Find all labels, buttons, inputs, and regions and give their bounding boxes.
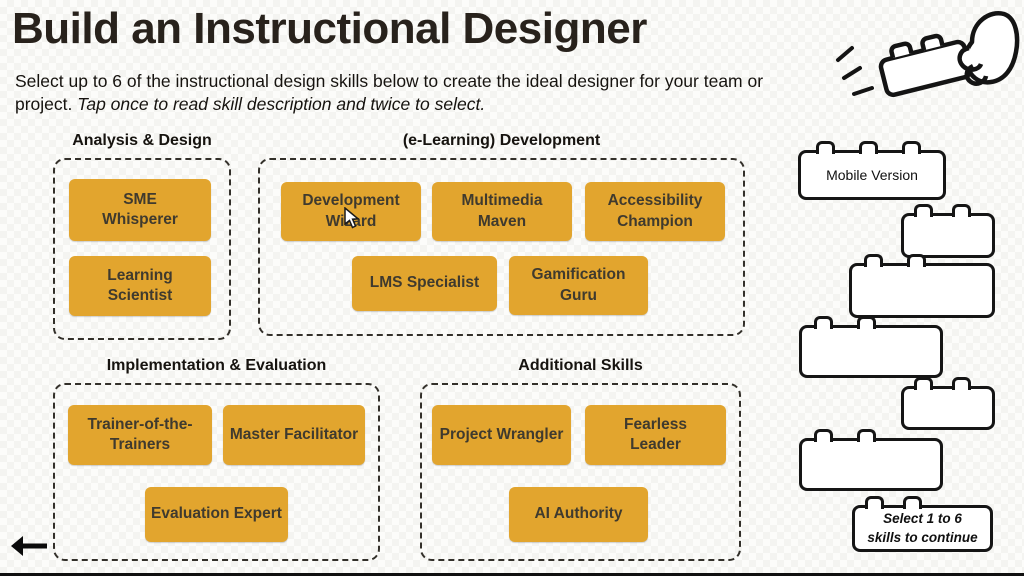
mouse-pointer-icon — [344, 207, 360, 229]
continue-note-brick: Select 1 to 6 skills to continue — [852, 496, 993, 552]
skill-ai-authority[interactable]: AI Authority — [509, 487, 648, 542]
skill-project-wrangler[interactable]: Project Wrangler — [432, 405, 571, 465]
brick-stud-icon — [952, 204, 971, 217]
skill-gamification-guru[interactable]: Gamification Guru — [509, 256, 648, 315]
brick-stud-icon — [857, 429, 876, 442]
instructions-text: Select up to 6 of the instructional desi… — [15, 71, 764, 115]
group-box-analysis-design — [53, 158, 231, 340]
brick-stud-icon — [914, 204, 933, 217]
skill-sme-whisperer[interactable]: SME Whisperer — [69, 179, 211, 241]
brick-stud-icon — [914, 377, 933, 390]
group-title-analysis-design: Analysis & Design — [72, 132, 212, 149]
brick-stud-icon — [952, 377, 971, 390]
brick-stud-icon — [814, 429, 833, 442]
brick-stud-icon — [814, 316, 833, 329]
back-arrow-button[interactable] — [8, 534, 48, 558]
brick-stud-icon — [816, 141, 835, 154]
skill-development-wizard[interactable]: Development Wizard — [281, 182, 421, 241]
mobile-version-label: Mobile Version — [826, 167, 918, 183]
brick-slot-1 — [901, 204, 995, 258]
mobile-version-brick[interactable]: Mobile Version — [798, 141, 946, 200]
group-title-additional-skills: Additional Skills — [518, 357, 643, 374]
instructions-italic-text: Tap once to read skill description and t… — [77, 94, 486, 115]
brick-slot-3 — [799, 316, 943, 378]
page-title: Build an Instructional Designer — [12, 4, 647, 53]
skill-trainer-of-the-trainers[interactable]: Trainer-of-the-Trainers — [68, 405, 212, 465]
group-box-implementation-evaluation — [53, 383, 380, 561]
skill-lms-specialist[interactable]: LMS Specialist — [352, 256, 497, 311]
brick-stud-icon — [865, 496, 884, 509]
bottom-edge-bar — [0, 573, 1024, 576]
brick-stud-icon — [907, 254, 926, 267]
skill-accessibility-champion[interactable]: Accessibility Champion — [585, 182, 725, 241]
group-box-elearning-development — [258, 158, 745, 336]
brick-slot-5 — [799, 429, 943, 491]
group-box-additional-skills — [420, 383, 741, 561]
brick-stud-icon — [902, 141, 921, 154]
skill-fearless-leader[interactable]: Fearless Leader — [585, 405, 726, 465]
brick-stud-icon — [857, 316, 876, 329]
brick-stud-icon — [903, 496, 922, 509]
page-instructions: Select up to 6 of the instructional desi… — [15, 70, 793, 117]
group-title-elearning-development: (e-Learning) Development — [402, 132, 601, 149]
brick-stud-icon — [864, 254, 883, 267]
skill-learning-scientist[interactable]: Learning Scientist — [69, 256, 211, 316]
brick-slot-2 — [849, 254, 995, 318]
brick-slot-4 — [901, 377, 995, 430]
hand-placing-brick-icon — [836, 10, 1020, 98]
continue-note-text: Select 1 to 6 skills to continue — [867, 511, 978, 545]
skill-multimedia-maven[interactable]: Multimedia Maven — [432, 182, 572, 241]
brick-stud-icon — [859, 141, 878, 154]
skill-master-facilitator[interactable]: Master Facilitator — [223, 405, 365, 465]
group-title-implementation-evaluation: Implementation & Evaluation — [106, 357, 327, 374]
skill-evaluation-expert[interactable]: Evaluation Expert — [145, 487, 288, 542]
